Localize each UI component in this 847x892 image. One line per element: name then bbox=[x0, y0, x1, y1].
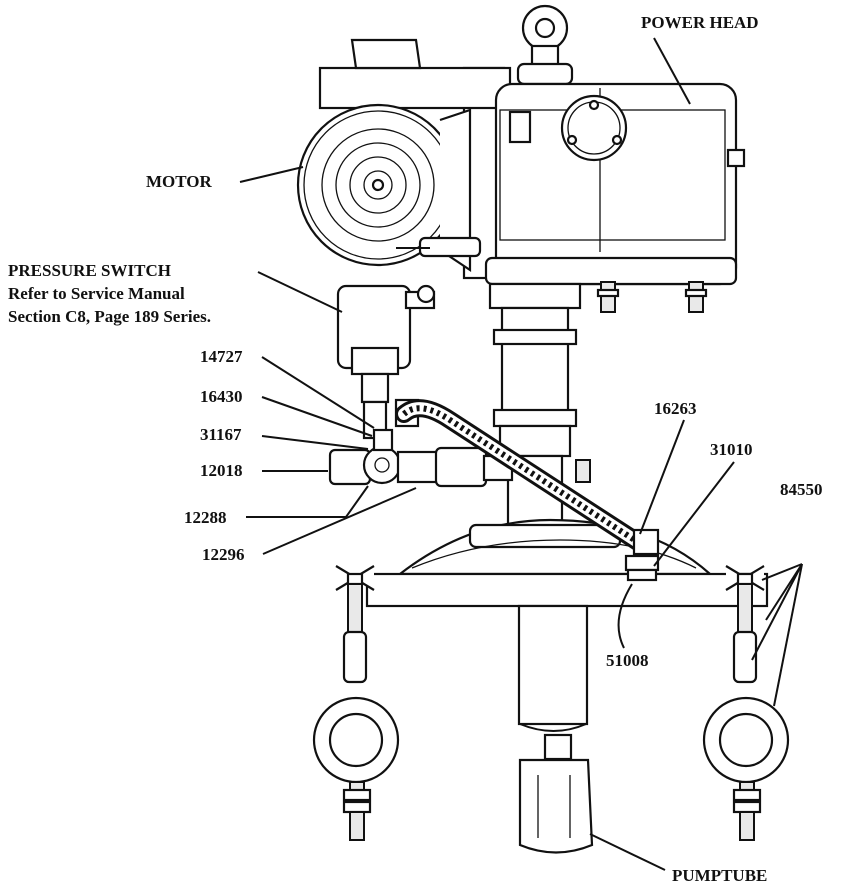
leader-84550-d bbox=[773, 563, 803, 707]
label-14727: 14727 bbox=[200, 347, 243, 366]
leader-12288 bbox=[246, 485, 369, 518]
label-31010: 31010 bbox=[710, 440, 753, 459]
label-16263: 16263 bbox=[654, 399, 697, 418]
label-pumptube: PUMPTUBE bbox=[672, 866, 767, 885]
leader-pumptube bbox=[589, 833, 666, 871]
fittings bbox=[328, 398, 514, 488]
pressure-switch bbox=[336, 284, 436, 404]
pumptube bbox=[517, 604, 594, 854]
leader-power-head bbox=[653, 37, 691, 105]
leader-84550-a bbox=[761, 563, 803, 581]
motor bbox=[296, 38, 482, 273]
label-12296: 12296 bbox=[202, 545, 245, 564]
label-pressure-switch: PRESSURE SWITCH bbox=[8, 261, 171, 280]
leader-84550-b bbox=[765, 563, 803, 621]
leader-14727 bbox=[261, 356, 375, 429]
label-power-head: POWER HEAD bbox=[641, 13, 759, 32]
lifting-eye bbox=[516, 4, 574, 86]
label-51008: 51008 bbox=[606, 651, 649, 670]
main-column bbox=[488, 282, 591, 528]
leader-lines bbox=[239, 37, 803, 871]
wing-bolt-right bbox=[702, 565, 790, 841]
label-pressure-switch-note-1: Refer to Service Manual bbox=[8, 284, 185, 303]
leader-31010 bbox=[653, 461, 735, 567]
label-motor: MOTOR bbox=[146, 172, 213, 191]
callout-labels: POWER HEAD MOTOR PRESSURE SWITCH Refer t… bbox=[8, 13, 823, 885]
label-31167: 31167 bbox=[200, 425, 242, 444]
leader-pressure-switch bbox=[257, 271, 343, 313]
leader-16263 bbox=[639, 419, 685, 535]
label-12018: 12018 bbox=[200, 461, 243, 480]
base-plate bbox=[365, 518, 769, 608]
wing-bolt-left bbox=[312, 565, 400, 841]
leader-84550-c bbox=[751, 563, 803, 661]
leader-51008 bbox=[617, 583, 633, 649]
label-12288: 12288 bbox=[184, 508, 227, 527]
pump-illustration bbox=[296, 4, 790, 854]
power-head bbox=[318, 66, 746, 313]
leader-16430 bbox=[261, 396, 373, 437]
leader-31167 bbox=[261, 435, 369, 450]
label-pressure-switch-note-2: Section C8, Page 189 Series. bbox=[8, 307, 211, 326]
leader-motor bbox=[239, 166, 304, 183]
label-16430: 16430 bbox=[200, 387, 243, 406]
label-84550: 84550 bbox=[780, 480, 823, 499]
leader-12296 bbox=[262, 487, 417, 555]
braided-hose bbox=[395, 399, 660, 582]
